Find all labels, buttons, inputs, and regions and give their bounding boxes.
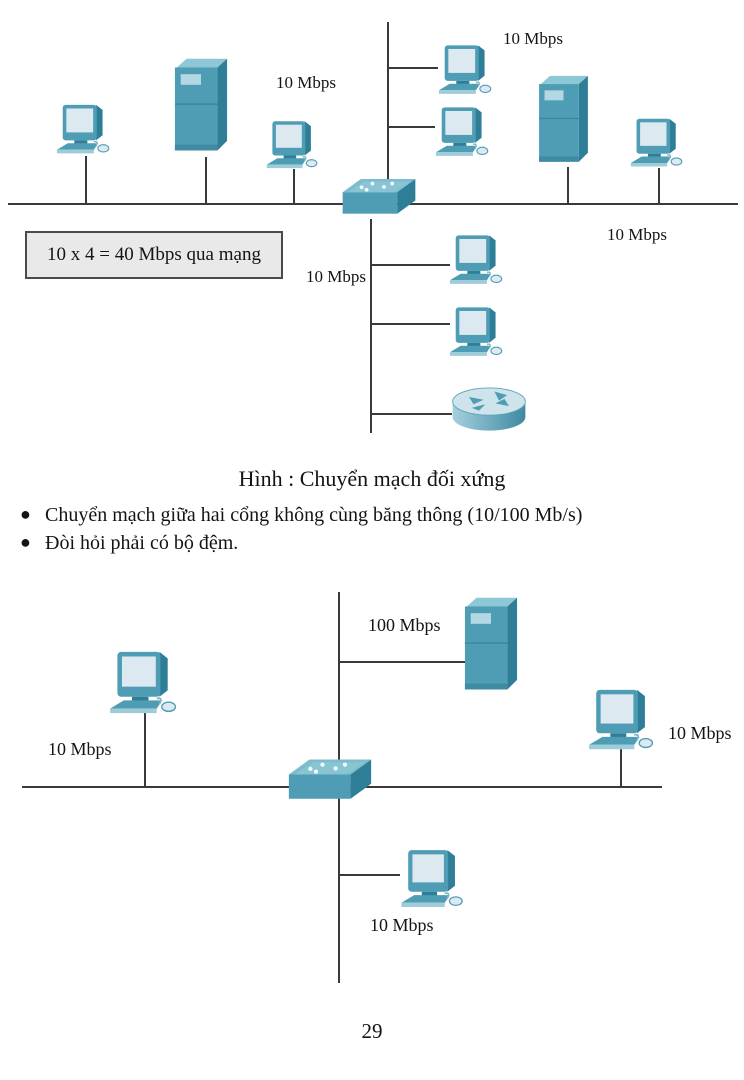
bullet-marker: ● — [20, 532, 31, 552]
drop-line — [372, 413, 452, 415]
bandwidth-label: 10 Mbps — [607, 225, 667, 244]
switch-icon — [287, 756, 373, 806]
page-number: 29 — [361, 1019, 383, 1043]
branch-line — [370, 219, 372, 433]
bullet-text: Đòi hỏi phải có bộ đệm. — [45, 532, 239, 554]
drop-line — [372, 323, 450, 325]
pc-icon — [447, 234, 505, 286]
drop-line — [388, 67, 438, 69]
drop-line — [340, 874, 400, 876]
router-icon — [449, 379, 529, 435]
bandwidth-label: 100 Mbps — [368, 615, 441, 635]
pc-icon — [264, 120, 320, 170]
throughput-note-text: 10 x 4 = 40 Mbps qua mạng — [47, 244, 261, 265]
uplink-line — [387, 22, 389, 179]
drop-line — [567, 167, 569, 203]
drop-line — [388, 126, 435, 128]
bullet-item: ● Đòi hỏi phải có bộ đệm. — [20, 532, 730, 555]
throughput-note-box: 10 x 4 = 40 Mbps qua mạng — [25, 231, 283, 279]
drop-line — [658, 168, 660, 203]
pc-icon — [54, 104, 112, 155]
pc-icon — [433, 106, 491, 158]
bandwidth-label: 10 Mbps — [503, 29, 563, 48]
server-icon — [536, 75, 591, 169]
pc-icon — [398, 848, 466, 910]
drop-line — [293, 169, 295, 203]
server-icon — [173, 57, 229, 159]
pc-icon — [106, 651, 180, 715]
drop-line — [205, 157, 207, 203]
bandwidth-label: 10 Mbps — [48, 739, 112, 759]
pc-icon — [584, 689, 658, 751]
drop-line — [144, 713, 146, 787]
drop-line — [85, 156, 87, 203]
bullet-marker: ● — [20, 504, 31, 524]
bandwidth-label: 10 Mbps — [668, 723, 732, 743]
pc-icon — [628, 117, 685, 169]
pc-icon — [447, 306, 505, 358]
switch-icon — [341, 176, 417, 220]
bandwidth-label: 10 Mbps — [306, 267, 366, 286]
drop-line — [340, 661, 465, 663]
bandwidth-label: 10 Mbps — [370, 915, 434, 935]
figure-caption: Hình : Chuyển mạch đối xứng — [238, 466, 506, 491]
bandwidth-label: 10 Mbps — [276, 73, 336, 92]
server-icon — [463, 596, 519, 698]
drop-line — [620, 749, 622, 787]
pc-icon — [436, 44, 494, 96]
bullet-text: Chuyển mạch giữa hai cổng không cùng băn… — [45, 504, 583, 526]
bullet-item: ● Chuyển mạch giữa hai cổng không cùng bă… — [20, 504, 730, 527]
drop-line — [372, 264, 450, 266]
